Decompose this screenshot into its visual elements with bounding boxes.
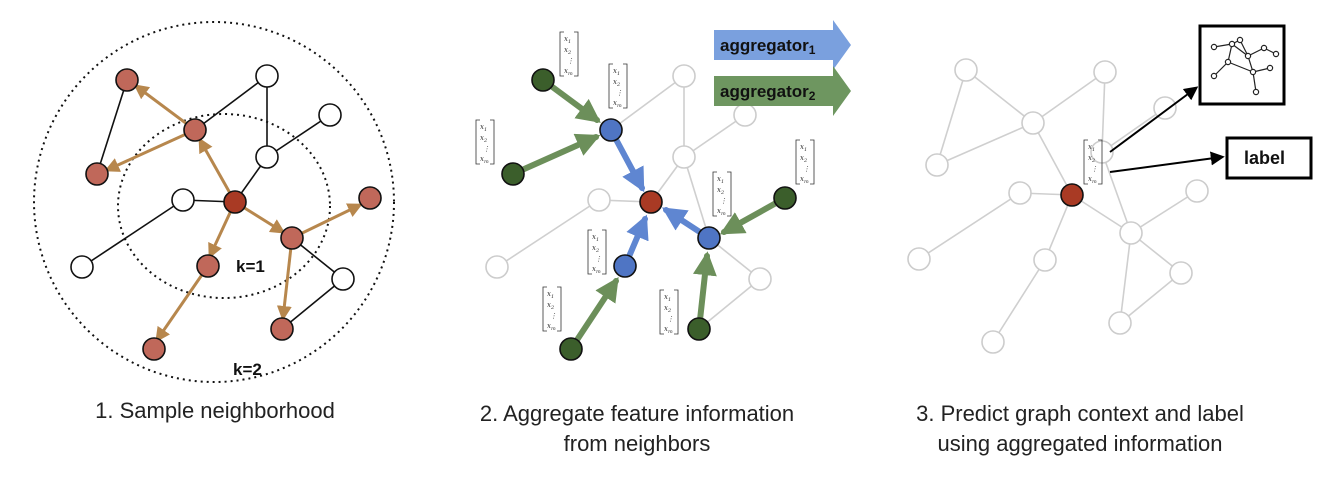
node-context bbox=[1153, 96, 1177, 120]
label-box: label bbox=[1225, 136, 1313, 180]
node-unsampled bbox=[318, 103, 342, 127]
node-unsampled bbox=[255, 145, 279, 169]
node-hop2 bbox=[687, 317, 711, 341]
node-hop2 bbox=[559, 337, 583, 361]
node-context bbox=[1033, 248, 1057, 272]
node-sampled bbox=[280, 226, 304, 250]
feature-vector bbox=[608, 63, 628, 110]
node-sampled bbox=[115, 68, 139, 92]
node-sampled bbox=[270, 317, 294, 341]
node-context bbox=[925, 153, 949, 177]
k2-label: k=2 bbox=[233, 360, 262, 379]
node-hop1 bbox=[613, 254, 637, 278]
panel-3-nodes bbox=[907, 58, 1209, 354]
node-context bbox=[733, 103, 757, 127]
node-context bbox=[1119, 221, 1143, 245]
panel-3-caption-line-1: 3. Predict graph context and label bbox=[916, 401, 1244, 426]
panel-1-edges bbox=[81, 75, 344, 330]
label-arrow bbox=[1109, 151, 1225, 173]
label-text: label bbox=[1244, 148, 1285, 168]
feature-vector bbox=[559, 31, 579, 78]
node-context bbox=[1008, 181, 1032, 205]
k1-boundary bbox=[117, 113, 331, 299]
node-context bbox=[907, 247, 931, 271]
panel-2-nodes bbox=[485, 64, 797, 361]
node-unsampled bbox=[331, 267, 355, 291]
panel-1-sample-neighborhood: k=1 k=2 bbox=[33, 21, 395, 383]
aggregator-1-arrow: aggregator1 bbox=[714, 20, 851, 70]
node-hop2 bbox=[501, 162, 525, 186]
node-sampled bbox=[358, 186, 382, 210]
node-context bbox=[748, 267, 772, 291]
panel-2-caption-line-2: from neighbors bbox=[564, 431, 711, 456]
node-target bbox=[639, 190, 663, 214]
node-unsampled bbox=[70, 255, 94, 279]
feature-vector bbox=[587, 229, 607, 276]
node-target bbox=[223, 190, 247, 214]
svg-text:aggregator2: aggregator2 bbox=[720, 82, 816, 103]
aggregator-2-label: aggregator bbox=[720, 82, 809, 101]
node-context bbox=[1169, 261, 1193, 285]
graph-context-icon bbox=[1198, 24, 1286, 106]
node-context bbox=[1093, 60, 1117, 84]
panel-2-green-arrows bbox=[510, 77, 788, 352]
node-hop1 bbox=[697, 226, 721, 250]
node-sampled bbox=[85, 162, 109, 186]
k2-boundary bbox=[33, 21, 395, 383]
node-hop2 bbox=[773, 186, 797, 210]
node-unsampled bbox=[255, 64, 279, 88]
node-context bbox=[1021, 111, 1045, 135]
node-context bbox=[485, 255, 509, 279]
feature-vector bbox=[475, 119, 495, 166]
node-sampled bbox=[183, 118, 207, 142]
aggregator-2-arrow: aggregator2 bbox=[714, 66, 851, 116]
node-context bbox=[981, 330, 1005, 354]
feature-vector bbox=[795, 139, 815, 186]
node-context bbox=[1108, 311, 1132, 335]
panel-1-caption: 1. Sample neighborhood bbox=[95, 398, 335, 423]
node-target bbox=[1060, 183, 1084, 207]
panel-2-aggregate: aggregator1 aggregator2 bbox=[475, 20, 851, 361]
node-context bbox=[672, 64, 696, 88]
panel-2-background-edges bbox=[496, 75, 761, 330]
node-context bbox=[1185, 179, 1209, 203]
node-unsampled bbox=[171, 188, 195, 212]
panel-2-caption-line-1: 2. Aggregate feature information bbox=[480, 401, 794, 426]
node-context bbox=[954, 58, 978, 82]
aggregator-1-label: aggregator bbox=[720, 36, 809, 55]
k1-label: k=1 bbox=[236, 257, 265, 276]
feature-vector bbox=[542, 286, 562, 333]
node-hop1 bbox=[599, 118, 623, 142]
node-hop2 bbox=[531, 68, 555, 92]
panel-1-nodes bbox=[70, 64, 382, 361]
feature-vector bbox=[659, 289, 679, 336]
node-sampled bbox=[196, 254, 220, 278]
panel-3-caption-line-2: using aggregated information bbox=[938, 431, 1223, 456]
node-context bbox=[672, 145, 696, 169]
svg-text:aggregator1: aggregator1 bbox=[720, 36, 816, 57]
node-context bbox=[587, 188, 611, 212]
feature-vector bbox=[712, 171, 732, 218]
panel-3-predict: label bbox=[907, 24, 1313, 354]
context-arrow bbox=[1109, 86, 1199, 153]
node-sampled bbox=[142, 337, 166, 361]
